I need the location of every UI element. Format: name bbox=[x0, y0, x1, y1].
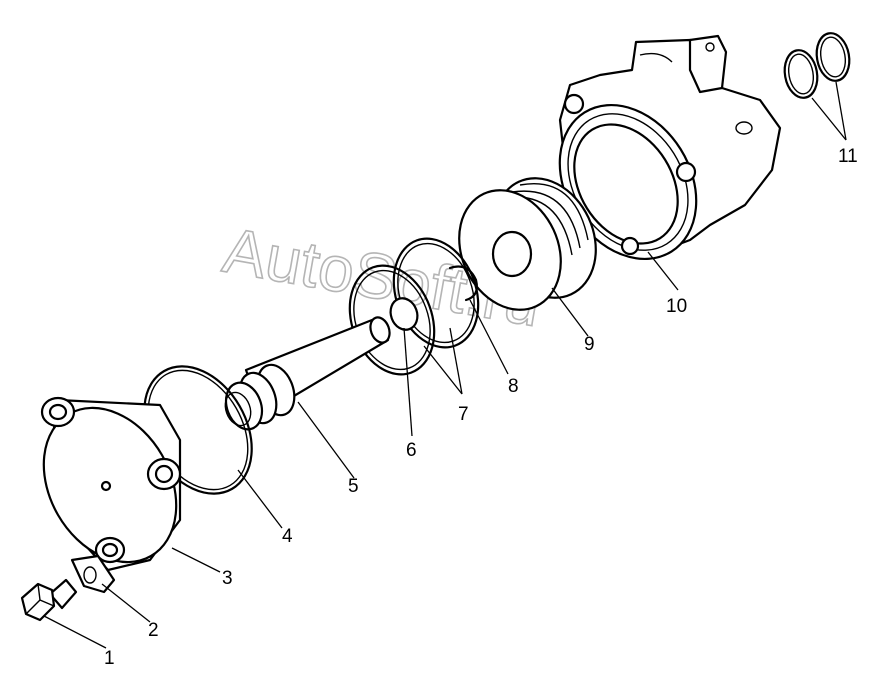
callout-10: 10 bbox=[666, 296, 687, 317]
part-small-ring bbox=[389, 297, 419, 331]
callout-7: 7 bbox=[458, 404, 469, 425]
callout-2: 2 bbox=[148, 620, 159, 641]
callout-3: 3 bbox=[222, 568, 233, 589]
leader-lines bbox=[43, 81, 847, 649]
part-housing bbox=[558, 34, 782, 261]
part-bolt bbox=[20, 578, 78, 622]
part-o-rings bbox=[783, 32, 851, 99]
part-lock-washer bbox=[70, 554, 116, 594]
callout-9: 9 bbox=[584, 334, 595, 355]
part-rod bbox=[224, 316, 391, 431]
callout-5: 5 bbox=[348, 476, 359, 497]
part-piston bbox=[458, 177, 597, 311]
callout-8: 8 bbox=[508, 376, 519, 397]
callout-1: 1 bbox=[104, 648, 115, 669]
part-circlip bbox=[448, 265, 478, 302]
callout-4: 4 bbox=[282, 526, 293, 547]
callout-6: 6 bbox=[406, 440, 417, 461]
callout-11: 11 bbox=[838, 146, 858, 167]
callout-labels: 1 2 3 4 5 6 7 8 9 10 11 bbox=[104, 146, 858, 669]
part-cover bbox=[40, 396, 182, 572]
